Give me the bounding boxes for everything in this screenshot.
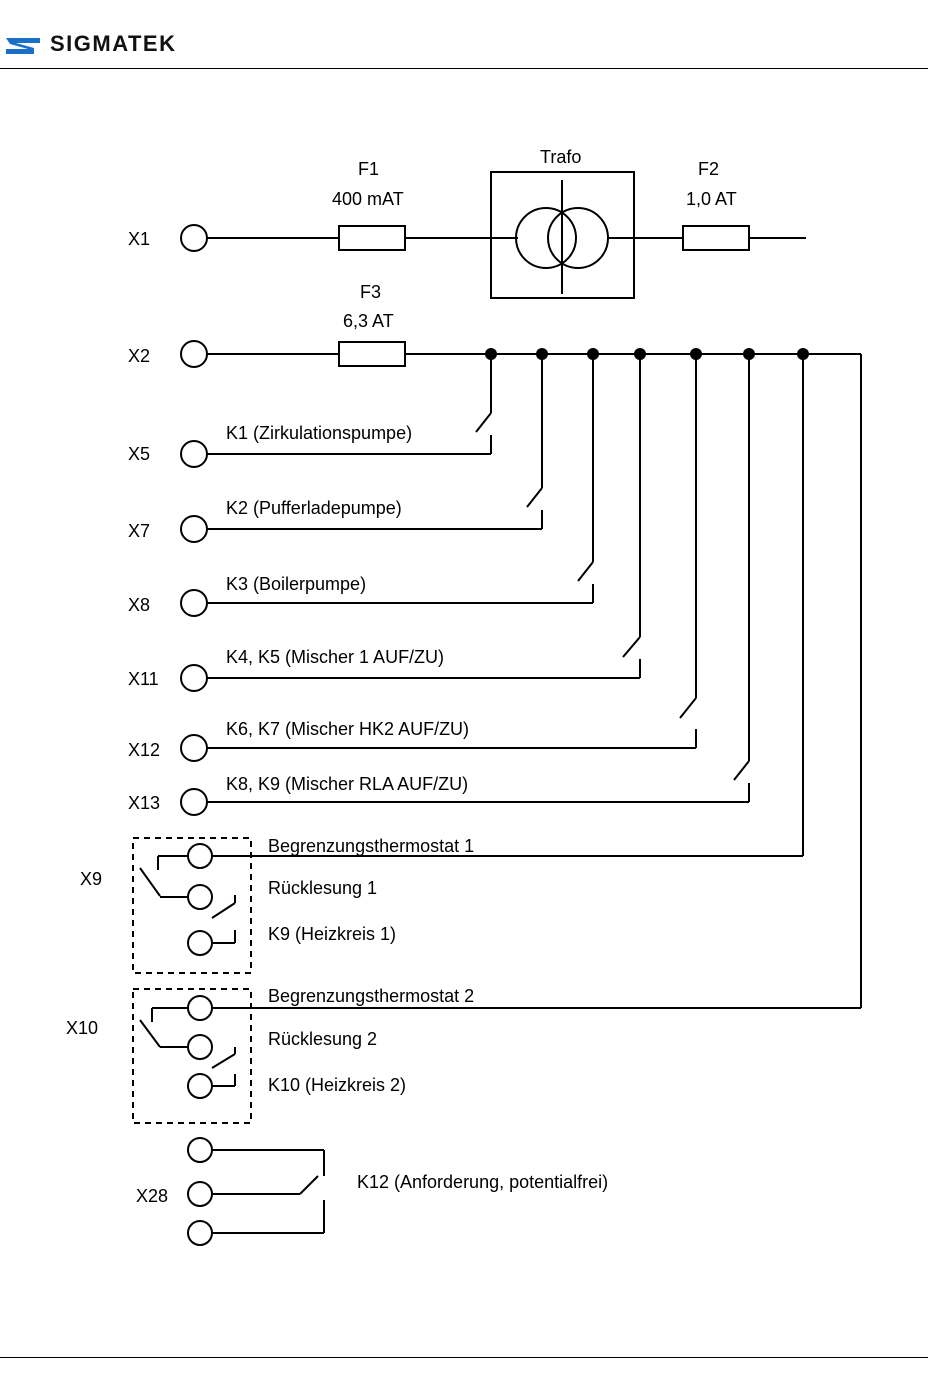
terminal-x5 [180,440,208,468]
terminal-x9-1 [187,843,213,869]
terminal-x9-2 [187,884,213,910]
transformer-coil-2 [547,207,609,269]
transformer-coil-1 [515,207,577,269]
terminal-x28-1 [187,1137,213,1163]
terminal-x1 [180,224,208,252]
terminal-x8 [180,589,208,617]
fuse-f1-rating: 400 mAT [332,189,404,209]
relay-k67-label: K6, K7 (Mischer HK2 AUF/ZU) [226,719,469,739]
terminal-label-x13: X13 [128,793,160,813]
terminal-x10-2 [187,1034,213,1060]
fuse-f1-name: F1 [358,159,379,179]
terminal-x28-2 [187,1181,213,1207]
terminal-label-x9: X9 [80,869,102,889]
fuse-f2 [682,225,750,251]
x9-label-1: Begrenzungsthermostat 1 [268,836,474,856]
x9-label-3: K9 (Heizkreis 1) [268,924,396,944]
terminal-x7 [180,515,208,543]
terminal-label-x28: X28 [136,1186,168,1206]
footer-divider [0,1357,928,1358]
x10-label-2: Rücklesung 2 [268,1029,377,1049]
terminal-x9-3 [187,930,213,956]
header-divider [0,68,928,69]
relay-k12-label: K12 (Anforderung, potentialfrei) [357,1172,608,1192]
sigmatek-logo-icon [6,38,40,54]
x9-dashed-box [132,837,252,974]
relay-k1-label: K1 (Zirkulationspumpe) [226,423,412,443]
fuse-f2-name: F2 [698,159,719,179]
transformer-box [490,171,635,299]
fuse-f1 [338,225,406,251]
terminal-x13 [180,788,208,816]
terminal-label-x5: X5 [128,444,150,464]
terminal-label-x12: X12 [128,740,160,760]
relay-k2-label: K2 (Pufferladepumpe) [226,498,402,518]
x10-label-3: K10 (Heizkreis 2) [268,1075,406,1095]
terminal-x11 [180,664,208,692]
page-header: SIGMATEK [0,0,950,70]
relay-k3-label: K3 (Boilerpumpe) [226,574,366,594]
terminal-x10-1 [187,995,213,1021]
transformer-label: Trafo [540,147,581,167]
terminal-label-x2: X2 [128,346,150,366]
terminal-x12 [180,734,208,762]
x9-label-2: Rücklesung 1 [268,878,377,898]
terminal-label-x11: X11 [128,669,159,689]
terminal-label-x1: X1 [128,229,150,249]
fuse-f3-rating: 6,3 AT [343,311,394,331]
terminal-x28-3 [187,1220,213,1246]
terminal-label-x10: X10 [66,1018,98,1038]
x10-label-1: Begrenzungsthermostat 2 [268,986,474,1006]
relay-k89-label: K8, K9 (Mischer RLA AUF/ZU) [226,774,468,794]
x10-dashed-box [132,988,252,1124]
logo-text: SIGMATEK [50,31,177,56]
terminal-x2 [180,340,208,368]
terminal-label-x8: X8 [128,595,150,615]
fuse-f3 [338,341,406,367]
terminal-label-x7: X7 [128,521,150,541]
relay-k45-label: K4, K5 (Mischer 1 AUF/ZU) [226,647,444,667]
fuse-f2-rating: 1,0 AT [686,189,737,209]
fuse-f3-name: F3 [360,282,381,302]
terminal-x10-3 [187,1073,213,1099]
